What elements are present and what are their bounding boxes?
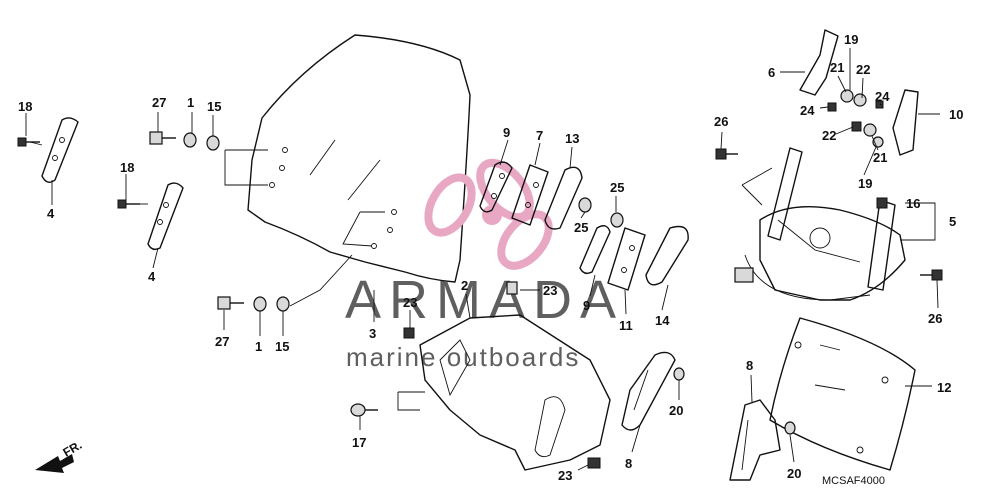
lower-cowl xyxy=(397,314,611,471)
screw-18-upper xyxy=(17,137,40,147)
nut-15-lower xyxy=(276,296,290,312)
callout-26: 26 xyxy=(928,311,942,326)
bracket-7 xyxy=(511,164,549,226)
callout-21: 21 xyxy=(873,150,887,165)
callout-17: 17 xyxy=(352,435,366,450)
callout-16: 16 xyxy=(906,196,920,211)
bolt-24-right xyxy=(875,100,884,109)
callout-23: 23 xyxy=(403,295,417,310)
washer-1-lower xyxy=(253,296,267,312)
callout-12: 12 xyxy=(937,380,951,395)
clip-23-upper xyxy=(403,327,415,339)
callout-25: 25 xyxy=(574,220,588,235)
frame-assembly-5 xyxy=(734,147,906,301)
nut-15-upper xyxy=(206,135,220,151)
mount-8-front xyxy=(621,351,676,431)
callout-27: 27 xyxy=(215,334,229,349)
callout-9: 9 xyxy=(503,125,510,140)
side-plate-upper xyxy=(29,117,79,183)
nut-25-upper xyxy=(578,197,592,213)
bolt-24-left xyxy=(827,102,837,112)
callout-3: 3 xyxy=(369,326,376,341)
mount-8-rear xyxy=(729,399,781,481)
bracket-9-lower xyxy=(579,225,611,275)
stay-6 xyxy=(799,29,839,96)
panel-12 xyxy=(769,317,916,471)
bolt-26-upper xyxy=(715,148,738,160)
callout-27: 27 xyxy=(152,95,166,110)
armada-logo xyxy=(424,158,553,270)
callout-5: 5 xyxy=(949,214,956,229)
nut-25-lower xyxy=(610,212,624,228)
clip-23-mid xyxy=(506,281,518,295)
washer-21-upper xyxy=(853,93,867,107)
washer-22-lower xyxy=(851,121,862,132)
callout-14: 14 xyxy=(655,313,670,328)
callout-22: 22 xyxy=(822,128,836,143)
washer-19-upper xyxy=(840,89,854,103)
windscreen xyxy=(224,34,471,307)
callout-20: 20 xyxy=(787,466,801,481)
callout-1: 1 xyxy=(255,339,262,354)
washer-1-upper xyxy=(183,132,197,148)
callout-20: 20 xyxy=(669,403,683,418)
callout-1: 1 xyxy=(187,95,194,110)
callout-21: 21 xyxy=(830,60,844,75)
callout-6: 6 xyxy=(768,65,775,80)
callout-4: 4 xyxy=(148,269,156,284)
bracket-11 xyxy=(607,227,646,291)
callout-15: 15 xyxy=(207,99,221,114)
washer-21-lower xyxy=(863,123,877,137)
callout-9: 9 xyxy=(583,298,590,313)
callout-8: 8 xyxy=(625,456,632,471)
callout-23: 23 xyxy=(543,283,557,298)
callout-19: 19 xyxy=(844,32,858,47)
callout-24: 24 xyxy=(875,89,890,104)
watermark-brand: ARMADA xyxy=(345,270,624,330)
nut-16 xyxy=(876,197,888,209)
callout-24: 24 xyxy=(800,103,815,118)
callout-23: 23 xyxy=(558,468,572,483)
washer-20-rear xyxy=(784,421,796,435)
rivet-17 xyxy=(350,403,378,417)
bolt-26-lower xyxy=(920,269,943,281)
stay-10 xyxy=(892,89,919,156)
callout-2: 2 xyxy=(461,278,468,293)
callout-18: 18 xyxy=(18,99,32,114)
front-label: FR. xyxy=(61,438,85,460)
callout-7: 7 xyxy=(536,128,543,143)
callout-26: 26 xyxy=(714,114,728,129)
callout-22: 22 xyxy=(856,62,870,77)
callout-leaders xyxy=(25,48,940,471)
callout-11: 11 xyxy=(619,318,633,333)
bolt-27-upper xyxy=(149,131,176,145)
leader-5 xyxy=(900,202,936,241)
callout-15: 15 xyxy=(275,339,289,354)
clip-23-lower xyxy=(587,457,601,469)
diagram-code: MCSAF4000 xyxy=(822,475,885,487)
callout-25: 25 xyxy=(610,180,624,195)
callout-10: 10 xyxy=(949,107,963,122)
callout-18: 18 xyxy=(120,160,134,175)
callout-8: 8 xyxy=(746,358,753,373)
callout-19: 19 xyxy=(858,176,872,191)
bolt-27-lower xyxy=(217,296,244,310)
front-arrow-icon xyxy=(35,454,74,473)
bracket-14 xyxy=(645,225,689,286)
watermark-tagline: marine outboards xyxy=(346,342,580,372)
screw-18-lower xyxy=(117,199,140,209)
callout-13: 13 xyxy=(565,131,579,146)
bracket-13 xyxy=(544,166,583,230)
side-plate-lower xyxy=(134,182,184,251)
callout-4: 4 xyxy=(47,206,55,221)
washer-20-front xyxy=(673,367,685,381)
